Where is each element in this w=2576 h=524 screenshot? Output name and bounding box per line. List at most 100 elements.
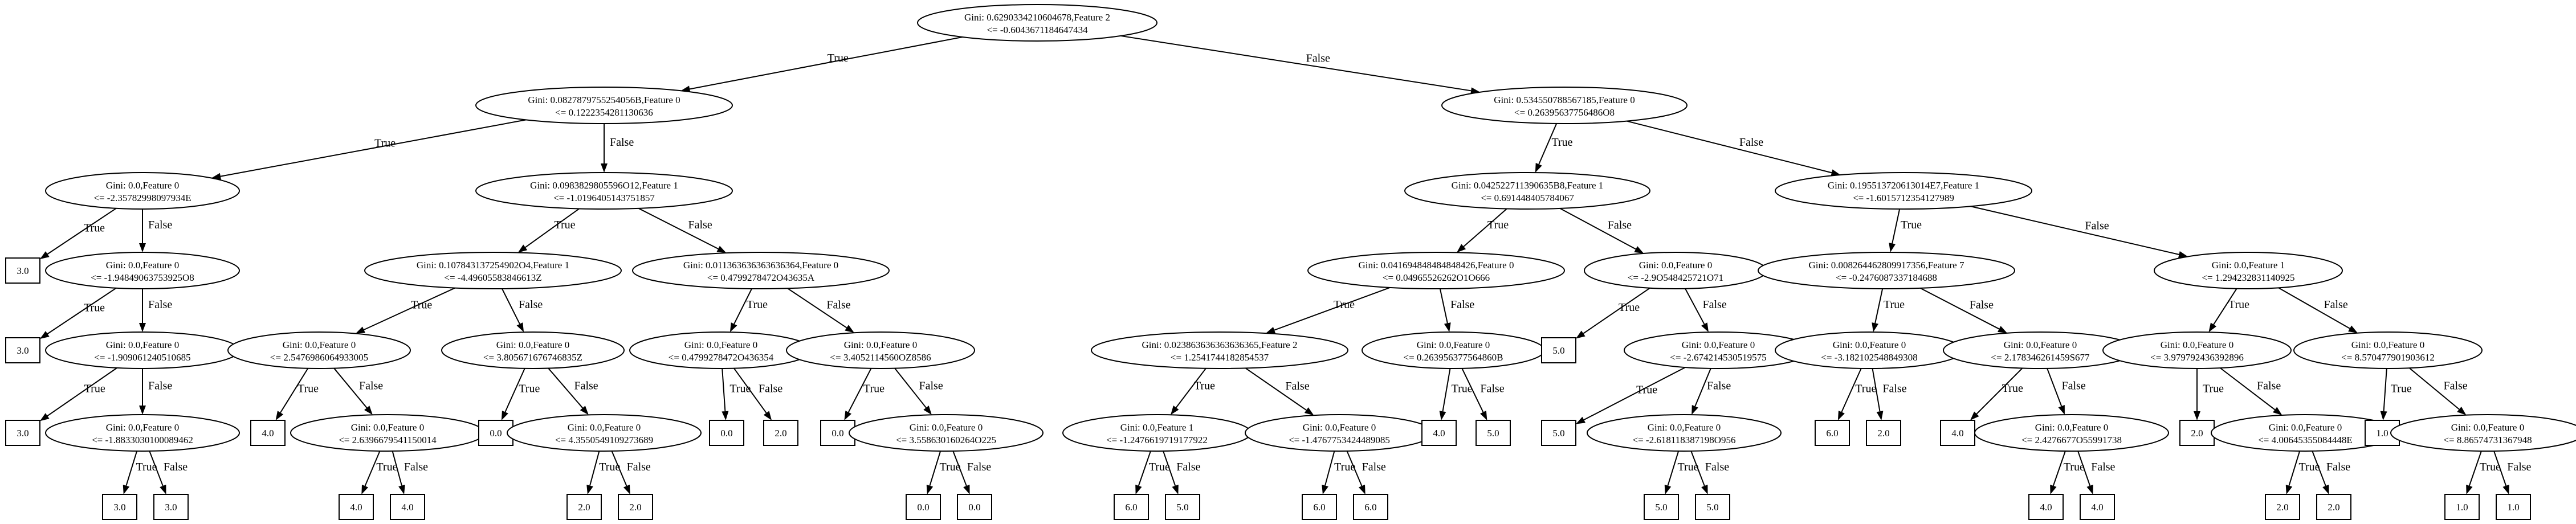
tree-edge: False bbox=[2077, 451, 2116, 494]
split-ellipse bbox=[364, 252, 622, 289]
tree-edge: False bbox=[502, 288, 543, 333]
edge-label-false: False bbox=[2062, 380, 2086, 392]
leaf-node: 1.0 bbox=[2444, 494, 2480, 520]
leaf-box bbox=[1165, 494, 1200, 520]
node-threshold: <= -1.6015712354127989 bbox=[1853, 193, 1954, 203]
tree-edge: True bbox=[275, 368, 319, 420]
tree-edge: False bbox=[2047, 368, 2086, 415]
edge-label-true: True bbox=[1884, 298, 1905, 311]
leaf-box bbox=[566, 494, 602, 520]
edge-label-false: False bbox=[1480, 382, 1504, 395]
arrowhead-icon bbox=[2050, 484, 2057, 494]
tree-edge: False bbox=[1439, 288, 1474, 333]
leaf-value: 1.0 bbox=[2376, 428, 2388, 439]
arrowhead-icon bbox=[623, 484, 630, 494]
leaf-value: 6.0 bbox=[1364, 502, 1376, 513]
edge-line bbox=[1274, 286, 1391, 331]
leaf-node: 4.0 bbox=[339, 494, 374, 520]
leaf-value: 6.0 bbox=[1826, 428, 1838, 439]
edge-line bbox=[1920, 287, 2000, 330]
node-gini-feature: Gini: 0.0,Feature 0 bbox=[1682, 339, 1755, 350]
leaf-node: 4.0 bbox=[250, 420, 286, 446]
leaf-value: 2.0 bbox=[629, 502, 641, 513]
node-threshold: <= 8.570477901903612 bbox=[2341, 352, 2435, 363]
node-gini-feature: Gini: 0.195513720613014E7,Feature 1 bbox=[1828, 180, 1979, 191]
arrowhead-icon bbox=[844, 411, 852, 420]
split-node: Gini: 0.0,Feature 0 <= 3.4052114560OZ8586 bbox=[786, 331, 975, 369]
node-threshold: <= -1.2476619719177922 bbox=[1106, 435, 1208, 445]
edge-line bbox=[2312, 451, 2326, 486]
tree-edge: False bbox=[1346, 451, 1386, 494]
node-threshold: <= 0.26395637756486O8 bbox=[1514, 107, 1615, 118]
node-gini-feature: Gini: 0.0,Feature 0 bbox=[106, 422, 179, 433]
split-ellipse bbox=[507, 414, 702, 452]
edge-label-false: False bbox=[1176, 461, 1200, 473]
node-gini-feature: Gini: 0.0,Feature 1 bbox=[2212, 260, 2285, 271]
node-threshold: <= -1.4767753424489085 bbox=[1289, 435, 1390, 445]
leaf-value: 1.0 bbox=[2456, 502, 2468, 513]
edge-line bbox=[929, 451, 941, 486]
edge-label-false: False bbox=[2507, 461, 2531, 473]
arrowhead-icon bbox=[1358, 484, 1366, 494]
tree-edge: False bbox=[2312, 451, 2350, 494]
node-gini-feature: Gini: 0.0,Feature 0 bbox=[2451, 422, 2524, 433]
arrowhead-icon bbox=[139, 243, 146, 252]
node-gini-feature: Gini: 0.0,Feature 0 bbox=[910, 422, 983, 433]
node-threshold: <= 3.4052114560OZ8586 bbox=[830, 352, 931, 363]
node-gini-feature: Gini: 0.0,Feature 1 bbox=[1120, 422, 1193, 433]
leaf-box bbox=[339, 494, 374, 520]
arrowhead-icon bbox=[1831, 169, 1841, 177]
tree-edge: False bbox=[1559, 207, 1644, 254]
split-ellipse bbox=[1404, 172, 1650, 210]
leaf-box bbox=[957, 494, 992, 520]
arrowhead-icon bbox=[1135, 484, 1142, 494]
node-gini-feature: Gini: 0.0,Feature 0 bbox=[106, 260, 179, 271]
split-ellipse bbox=[227, 331, 411, 369]
leaf-box bbox=[1541, 337, 1576, 363]
edge-line bbox=[1138, 451, 1151, 486]
split-ellipse bbox=[632, 252, 890, 289]
leaf-node: 2.0 bbox=[2179, 420, 2215, 446]
edge-line bbox=[1872, 368, 1881, 412]
tree-edge: True bbox=[729, 288, 768, 333]
split-node: Gini: 0.0,Feature 0<= -2.674214530519575 bbox=[1624, 331, 1813, 369]
edge-line bbox=[894, 368, 927, 408]
split-node: Gini: 0.0983829805596O12,Feature 1<= -1.… bbox=[475, 172, 733, 210]
leaf-node: 3.0 bbox=[102, 494, 137, 520]
arrowhead-icon bbox=[364, 406, 373, 415]
edge-label-false: False bbox=[1362, 461, 1386, 473]
leaf-value: 5.0 bbox=[1552, 428, 1564, 439]
node-threshold: <= 3.805671676746835Z bbox=[483, 352, 582, 363]
leaf-node: 5.0 bbox=[1541, 420, 1576, 446]
arrowhead-icon bbox=[1266, 326, 1276, 334]
split-node: Gini: 0.0,Feature 0<= 0.4799278472O43635… bbox=[629, 331, 813, 369]
arrowhead-icon bbox=[1439, 411, 1446, 420]
edge-label-false: False bbox=[1306, 52, 1330, 64]
edge-label-true: True bbox=[2064, 461, 2085, 473]
arrowhead-icon bbox=[160, 484, 166, 494]
leaf-node: 0.0 bbox=[709, 420, 744, 446]
leaf-box bbox=[1541, 420, 1576, 446]
edge-label-false: False bbox=[148, 219, 172, 231]
edge-line bbox=[1461, 368, 1484, 413]
edge-line bbox=[1690, 451, 1705, 486]
tree-edge: False bbox=[2408, 367, 2468, 415]
edge-line bbox=[1163, 451, 1176, 486]
node-gini-feature: Gini: 0.0,Feature 0 bbox=[106, 180, 179, 191]
split-ellipse bbox=[1775, 172, 2032, 210]
edge-line bbox=[364, 287, 455, 330]
leaf-box bbox=[1114, 494, 1149, 520]
edge-label-true: True bbox=[2203, 383, 2224, 395]
nodes-layer: Gini: 0.6290334210604678,Feature 2<= -0.… bbox=[5, 4, 2576, 520]
split-node: Gini: 0.0,Feature 1<= 1.294232831140925 bbox=[2154, 252, 2343, 289]
leaf-value: 4.0 bbox=[1951, 428, 1963, 439]
edge-label-true: True bbox=[84, 383, 105, 395]
edge-line bbox=[502, 288, 520, 325]
split-node: Gini: 0.023863636363636365,Feature 2<= 1… bbox=[1091, 331, 1348, 369]
arrowhead-icon bbox=[275, 411, 284, 420]
node-gini-feature: Gini: 0.0,Feature 0 bbox=[844, 339, 917, 350]
leaf-box bbox=[5, 420, 40, 446]
tree-edge: True bbox=[1576, 287, 1650, 339]
edge-line bbox=[1583, 287, 1650, 334]
